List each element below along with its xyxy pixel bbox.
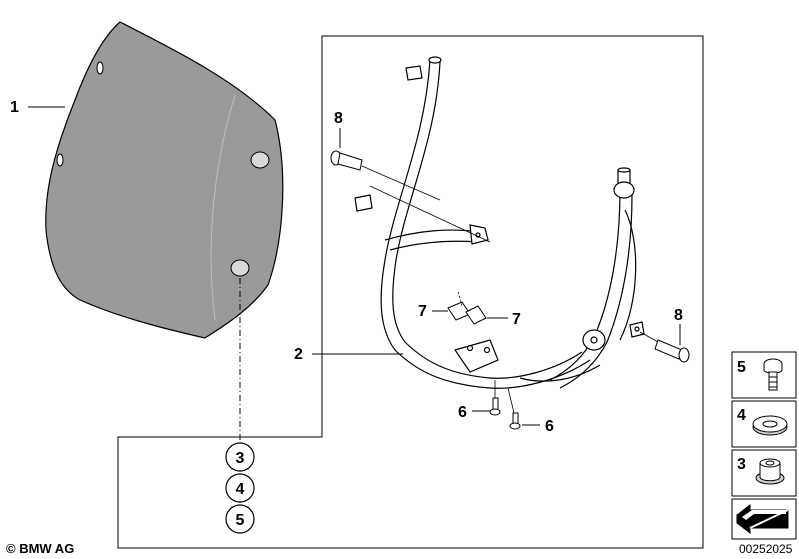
screw-axis-6-right — [507, 387, 515, 414]
circled-ref-4: 4 — [225, 473, 255, 503]
legend-number-5: 5 — [737, 359, 746, 376]
legend-number-3: 3 — [737, 456, 746, 473]
callout-1: 1 — [10, 99, 19, 116]
svg-text:3: 3 — [236, 450, 245, 467]
legend-number-4: 4 — [737, 407, 746, 424]
grommet-icon — [755, 458, 785, 485]
legend-panel: 5 4 3 — [731, 351, 797, 540]
circled-ref-3: 3 — [225, 442, 255, 472]
clip-part — [447, 301, 487, 325]
screw-8-right — [654, 339, 690, 363]
callout-7b: 7 — [512, 311, 521, 328]
copyright-text: © BMW AG — [6, 541, 74, 556]
callout-6b: 6 — [545, 418, 554, 435]
screw-axis-8-right — [639, 331, 659, 343]
washer-icon — [752, 415, 788, 436]
screw-6-left — [489, 397, 501, 416]
callout-8b: 8 — [674, 307, 683, 324]
callout-8a: 8 — [334, 110, 343, 127]
screw-6-right — [509, 412, 521, 430]
svg-text:4: 4 — [236, 481, 245, 498]
callout-7a: 7 — [418, 303, 427, 320]
screw-axis-8-left — [361, 165, 441, 201]
callout-6a: 6 — [458, 404, 467, 421]
bracket-part — [354, 56, 645, 389]
screw-icon — [763, 358, 783, 391]
guide-line — [369, 185, 491, 243]
screw-8-left — [330, 150, 363, 171]
windscreen-part — [45, 21, 284, 339]
diagram-number: 00252025 — [739, 542, 793, 556]
group-frame — [117, 35, 704, 549]
callout-2: 2 — [294, 346, 303, 363]
svg-text:5: 5 — [236, 512, 245, 529]
clip-dash-line — [457, 291, 463, 307]
circled-ref-5: 5 — [225, 504, 255, 534]
arrow-symbol-icon — [736, 503, 789, 535]
